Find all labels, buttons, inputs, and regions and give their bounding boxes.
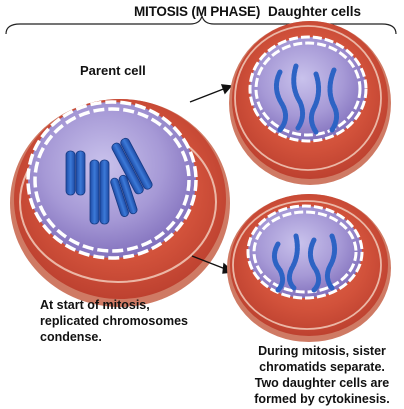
daughter-cell-top xyxy=(229,21,391,185)
caption-right: During mitosis, sister chromatids separa… xyxy=(240,343,404,407)
daughter-cell-bottom xyxy=(227,194,391,342)
title-bracket xyxy=(5,15,397,35)
top-chromatids xyxy=(274,63,340,135)
caption-right-line: chromatids separate. xyxy=(259,360,385,374)
caption-right-line: Two daughter cells are xyxy=(254,376,390,390)
caption-left-line: condense. xyxy=(40,330,102,344)
parent-cell-label: Parent cell xyxy=(80,63,146,78)
diagram-title: MITOSIS (M PHASE) xyxy=(134,4,261,19)
caption-right-line: During mitosis, sister xyxy=(258,344,386,358)
caption-right-line: formed by cytokinesis. xyxy=(254,392,390,406)
bottom-chromatids xyxy=(272,233,338,293)
caption-left: At start of mitosis, replicated chromoso… xyxy=(40,297,188,345)
parent-chromosomes xyxy=(65,137,153,225)
daughter-cells-label: Daughter cells xyxy=(268,4,362,19)
parent-cell xyxy=(10,99,230,307)
caption-left-line: At start of mitosis, xyxy=(40,298,150,312)
caption-left-line: replicated chromosomes xyxy=(40,314,188,328)
